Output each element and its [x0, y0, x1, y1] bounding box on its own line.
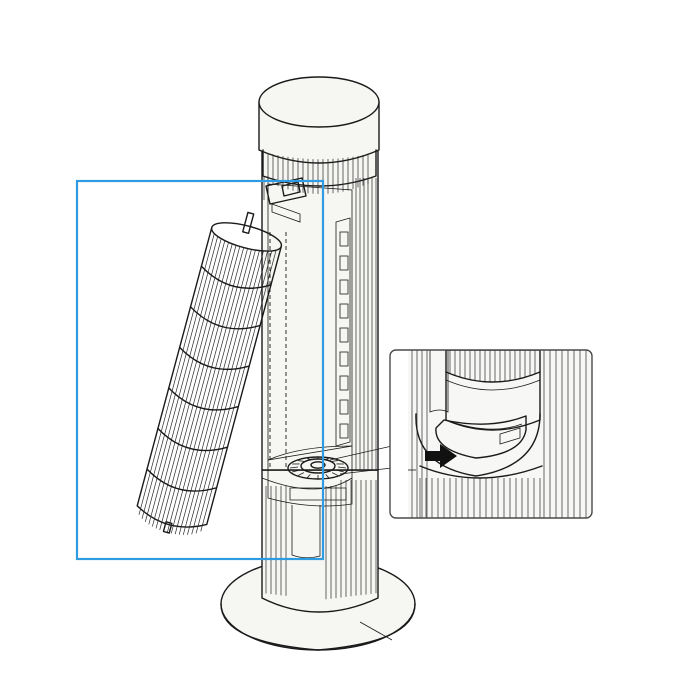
callout-leader-lines [329, 445, 393, 475]
fan-top-cap [258, 76, 380, 194]
lower-body-ribs [265, 480, 377, 600]
fan-tower-body [261, 149, 379, 613]
bottom-bearing-seat [267, 445, 353, 507]
cap-ribs [267, 152, 369, 194]
inset-filter-ribs [449, 350, 536, 382]
arrow-right-icon [425, 444, 457, 468]
cavity-slots [339, 231, 349, 439]
filter-ribs [138, 233, 277, 535]
removed-filter-cylinder [136, 211, 283, 535]
detail-inset [389, 349, 593, 519]
highlight-frame [75, 179, 325, 561]
filter-bands [146, 265, 272, 492]
bearing-ticks [289, 457, 347, 479]
inset-ribs [411, 350, 587, 518]
